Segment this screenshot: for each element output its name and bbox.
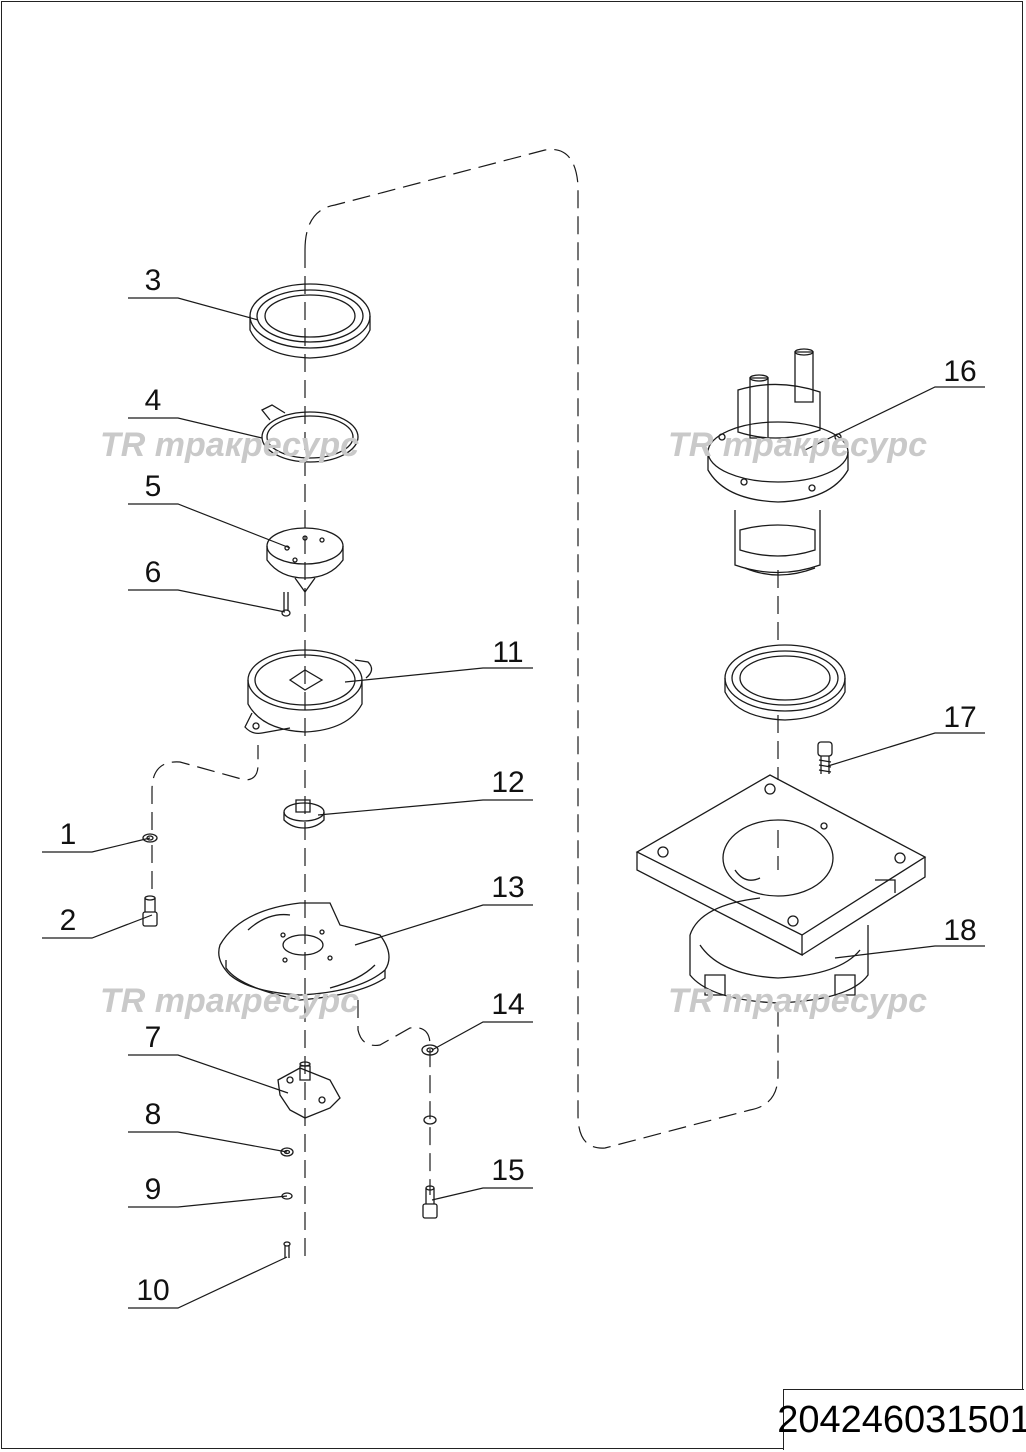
callout-14: 14 xyxy=(491,988,524,1021)
callout-16: 16 xyxy=(943,355,976,388)
callout-1: 1 xyxy=(60,818,77,851)
watermarks: TR тракресурс TR тракресурс TR тракресур… xyxy=(100,426,927,1020)
callout-3: 3 xyxy=(145,264,162,297)
callout-12: 12 xyxy=(491,766,524,799)
part-12-bushing xyxy=(284,800,324,828)
part-bearing-lower xyxy=(725,645,845,720)
part-1-washer xyxy=(143,834,157,842)
watermark-2: TR тракресурс xyxy=(668,426,927,464)
part-4-retaining-ring xyxy=(262,405,358,462)
part-5-cap xyxy=(267,528,343,592)
callout-8: 8 xyxy=(145,1098,162,1131)
part-14-washer xyxy=(422,1045,438,1124)
callout-13: 13 xyxy=(491,871,524,904)
part-10-screw xyxy=(284,1242,290,1258)
callout-5: 5 xyxy=(145,470,162,503)
part-15-bolt xyxy=(423,1186,437,1218)
callout-11: 11 xyxy=(492,636,523,669)
watermark-4: TR тракресурс xyxy=(668,982,927,1020)
drawing-number: 204246031501 xyxy=(777,1398,1026,1441)
callout-9: 9 xyxy=(145,1173,162,1206)
leader-lines xyxy=(42,297,985,1309)
center-lines xyxy=(151,148,779,1260)
part-11-housing xyxy=(245,650,372,733)
callout-6: 6 xyxy=(145,556,162,589)
drawing-number-box: 204246031501 xyxy=(777,1389,1026,1450)
part-8-washer xyxy=(281,1148,293,1156)
part-6-screw xyxy=(282,592,290,616)
part-17-bolt xyxy=(818,742,832,774)
part-2-bolt xyxy=(143,896,157,926)
callout-10: 10 xyxy=(136,1274,169,1307)
callout-18: 18 xyxy=(943,914,976,947)
part-13-plate xyxy=(219,903,389,1000)
part-9-lock-washer xyxy=(282,1193,292,1199)
callout-labels: 3 4 5 6 1 2 7 8 9 10 11 12 13 14 15 16 1… xyxy=(60,264,977,1307)
callout-7: 7 xyxy=(145,1021,162,1054)
part-18-flange-housing xyxy=(637,775,925,1003)
callout-15: 15 xyxy=(491,1154,524,1187)
callout-17: 17 xyxy=(943,701,976,734)
callout-2: 2 xyxy=(60,904,77,937)
watermark-3: TR тракресурс xyxy=(100,982,359,1020)
watermark-1: TR тракресурс xyxy=(100,426,359,464)
callout-4: 4 xyxy=(145,384,162,417)
part-7-actuator xyxy=(278,1062,340,1118)
part-16-shaft-body xyxy=(708,349,848,575)
part-3-bearing xyxy=(250,284,370,358)
